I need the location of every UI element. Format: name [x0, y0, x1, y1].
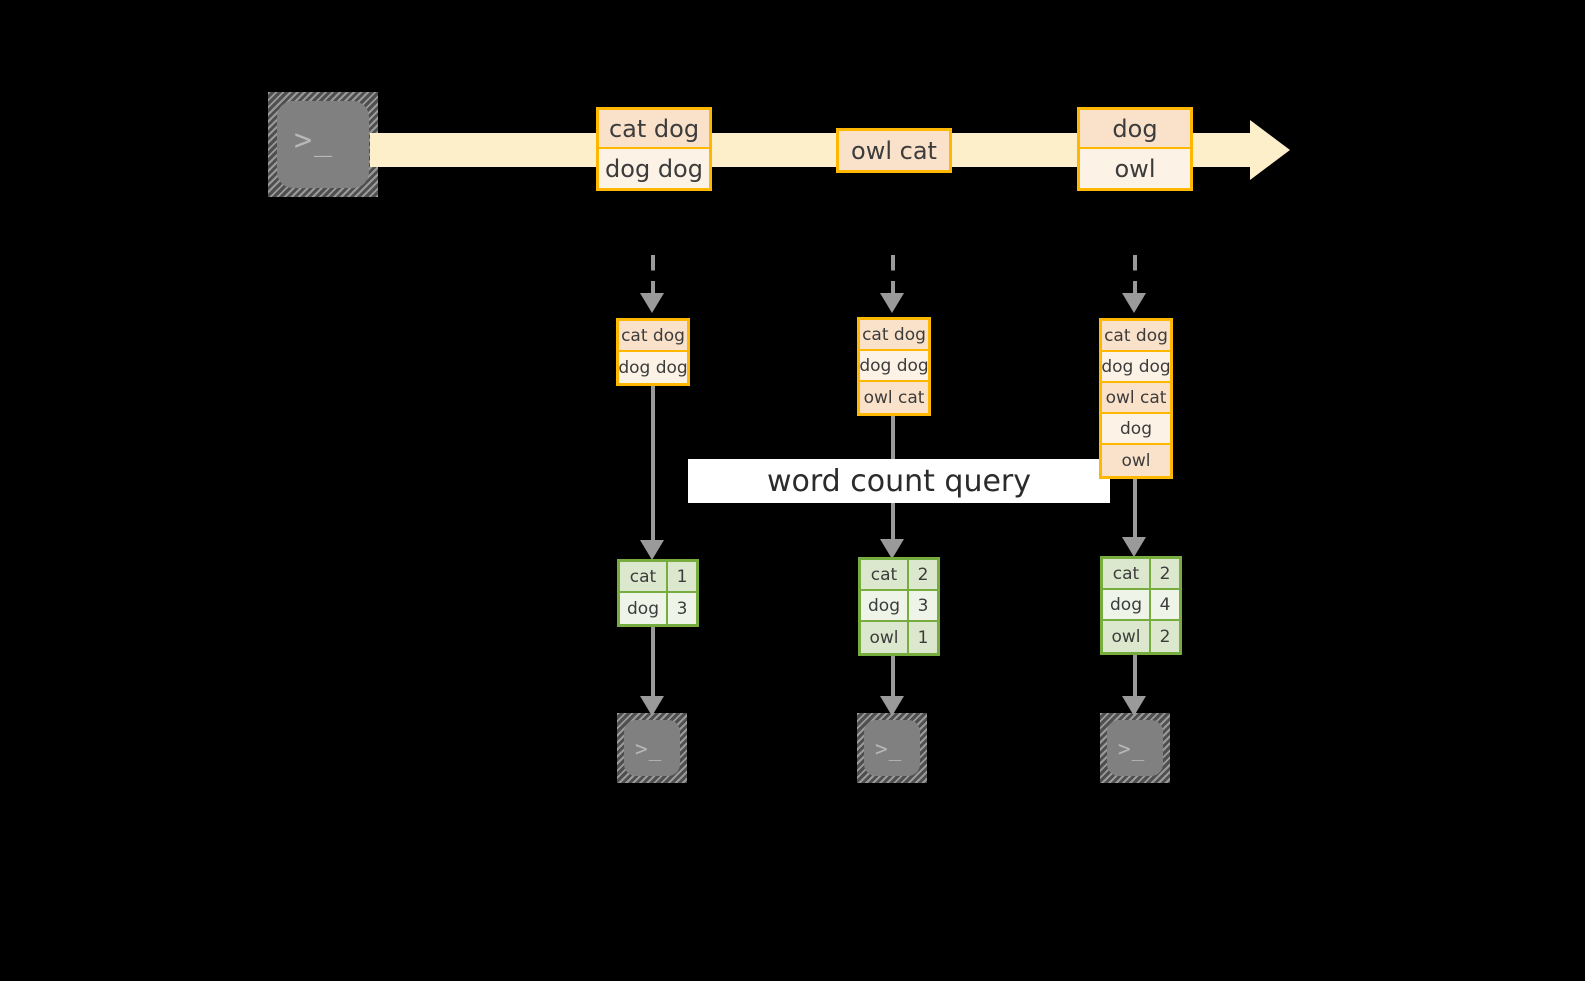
snapshot-2-sink-terminal-icon: >_ [857, 713, 927, 783]
stream-event-group-3: dog owl [1077, 107, 1193, 191]
stream-event: dog dog [599, 149, 709, 188]
snapshot-1-input-table: cat dog dog dog [616, 318, 690, 386]
snapshot-2-sink-arrowhead [880, 696, 904, 716]
terminal-prompt-glyph: >_ [635, 737, 663, 761]
snapshot-2-sink-line [891, 653, 895, 703]
result-count: 1 [668, 562, 696, 591]
stream-event-group-2: owl cat [836, 128, 952, 173]
input-row: dog [1102, 414, 1170, 445]
terminal-face [277, 101, 369, 188]
result-row: cat 2 [1103, 559, 1179, 590]
snapshot-3-sink-line [1133, 652, 1137, 703]
result-row: dog 4 [1103, 590, 1179, 621]
stream-source-terminal-icon: >_ [268, 92, 378, 197]
query-label: word count query [766, 463, 1032, 499]
result-word: cat [1103, 559, 1151, 588]
snapshot-3-result-table: cat 2 dog 4 owl 2 [1100, 556, 1182, 655]
snapshot-3-query-arrowhead [1122, 537, 1146, 557]
input-row: owl [1102, 445, 1170, 476]
result-word: dog [861, 591, 909, 620]
snapshot-1-tap-line [651, 255, 655, 295]
word-count-query-band: word count query [688, 459, 1110, 503]
stream-event: cat dog [599, 110, 709, 149]
terminal-prompt-glyph: >_ [1118, 737, 1146, 761]
input-row: owl cat [1102, 383, 1170, 414]
snapshot-1-result-table: cat 1 dog 3 [617, 559, 699, 627]
snapshot-2-tap-arrowhead [880, 293, 904, 313]
snapshot-2-input-table: cat dog dog dog owl cat [857, 317, 931, 416]
input-row: cat dog [860, 320, 928, 351]
stream-event-group-1: cat dog dog dog [596, 107, 712, 191]
terminal-prompt-glyph: >_ [294, 123, 335, 158]
input-row: dog dog [618, 352, 688, 383]
terminal-face [864, 720, 920, 776]
result-word: owl [861, 622, 909, 653]
stream-event: dog [1080, 110, 1190, 149]
stream-event: owl cat [839, 131, 949, 170]
result-count: 2 [909, 560, 937, 589]
result-word: dog [1103, 590, 1151, 619]
snapshot-2-tap-line [891, 255, 895, 295]
terminal-face [1107, 720, 1163, 776]
snapshot-3-tap-line [1133, 255, 1137, 295]
stream-event: owl [1080, 149, 1190, 188]
snapshot-1-query-line [651, 386, 655, 546]
terminal-prompt-glyph: >_ [875, 737, 903, 761]
input-row: owl cat [860, 382, 928, 413]
result-count: 4 [1151, 590, 1179, 619]
result-count: 1 [909, 622, 937, 653]
result-word: dog [620, 593, 668, 624]
snapshot-2-query-arrowhead [880, 539, 904, 559]
snapshot-1-sink-terminal-icon: >_ [617, 713, 687, 783]
snapshot-1-tap-arrowhead [640, 293, 664, 313]
snapshot-1-query-arrowhead [640, 540, 664, 560]
result-word: owl [1103, 621, 1151, 652]
event-stream-arrowhead [1250, 120, 1290, 180]
terminal-face [624, 720, 680, 776]
input-row: dog dog [1101, 352, 1171, 383]
result-count: 3 [909, 591, 937, 620]
snapshot-3-sink-terminal-icon: >_ [1100, 713, 1170, 783]
input-row: cat dog [619, 321, 687, 352]
snapshot-3-query-line [1133, 477, 1137, 545]
result-row: cat 1 [620, 562, 696, 593]
result-row: owl 2 [1103, 621, 1179, 652]
result-word: cat [620, 562, 668, 591]
result-count: 3 [668, 593, 696, 624]
snapshot-1-sink-arrowhead [640, 696, 664, 716]
input-row: dog dog [859, 351, 929, 382]
result-row: dog 3 [861, 591, 937, 622]
result-count: 2 [1151, 621, 1179, 652]
result-row: dog 3 [620, 593, 696, 624]
result-row: cat 2 [861, 560, 937, 591]
result-count: 2 [1151, 559, 1179, 588]
snapshot-3-tap-arrowhead [1122, 293, 1146, 313]
result-row: owl 1 [861, 622, 937, 653]
snapshot-1-sink-line [651, 623, 655, 703]
result-word: cat [861, 560, 909, 589]
input-row: cat dog [1102, 321, 1170, 352]
snapshot-2-result-table: cat 2 dog 3 owl 1 [858, 557, 940, 656]
snapshot-3-sink-arrowhead [1122, 696, 1146, 716]
snapshot-3-input-table: cat dog dog dog owl cat dog owl [1099, 318, 1173, 479]
